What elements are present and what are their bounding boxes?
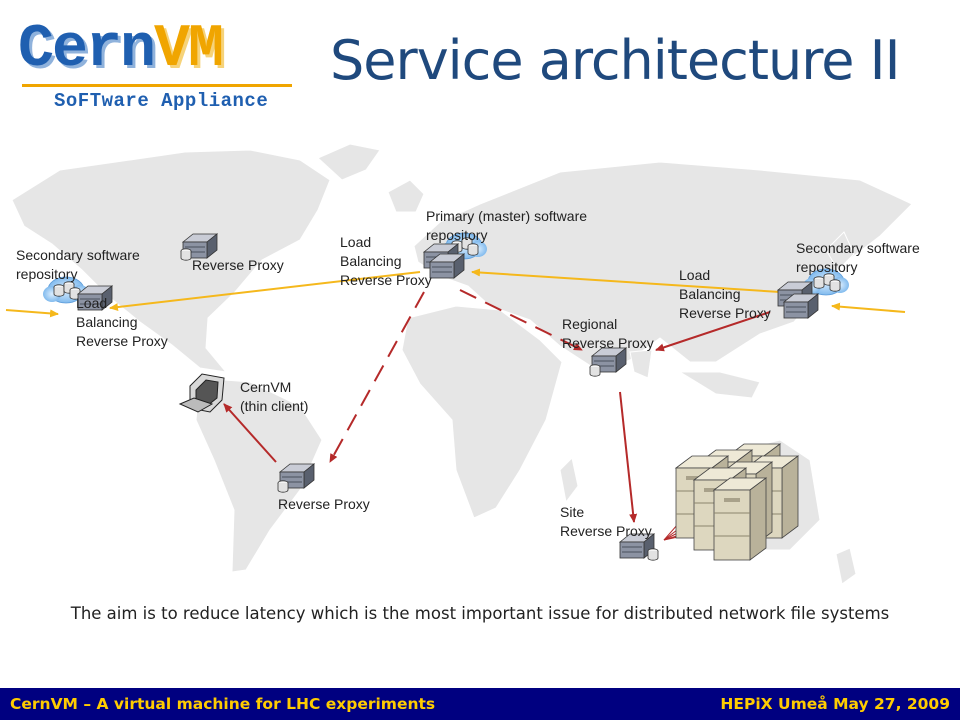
logo-underline [22,84,292,87]
label-regional-proxy: Regional Reverse Proxy [562,316,654,351]
arrow-regional-to-site [619,391,638,523]
arrow-europe-to-regional [459,289,583,351]
logo-tagline: SoFTware Appliance [54,90,269,112]
label-reverse-proxy-na: Reverse Proxy [192,257,284,273]
arrow-east-inflow [831,302,906,313]
label-primary-repo: Primary (master) software repository [426,208,588,243]
arrow-europe-to-west [109,271,421,312]
slide-title: Service architecture II [330,29,900,92]
label-site-proxy: Site Reverse Proxy [560,504,652,539]
architecture-diagram [5,143,913,585]
lb-proxy-east-node [777,281,819,319]
replication-arrows [5,268,906,318]
label-secondary-repo-west: Secondary software repository [16,247,140,282]
footer-bar: CernVM – A virtual machine for LHC exper… [0,688,960,720]
arrow-east-to-europe [471,268,781,293]
cernvm-logo: CernVM SoFTware Appliance [14,18,304,113]
slide-caption: The aim is to reduce latency which is th… [70,604,890,623]
logo-wordmark: CernVM [18,16,224,84]
label-lb-proxy-east: Load Balancing Reverse Proxy [679,267,771,321]
arrow-sa-proxy-to-client [223,403,277,463]
label-cernvm-client: CernVM (thin client) [240,379,309,414]
arrow-europe-to-sa-proxy [329,291,425,463]
footer-left-text: CernVM – A virtual machine for LHC exper… [10,695,436,713]
proxy-arrows [223,289,771,541]
label-lb-proxy-west: Load Balancing Reverse Proxy [76,295,168,349]
label-lb-proxy-europe: Load Balancing Reverse Proxy [340,234,432,288]
label-secondary-repo-east: Secondary software repository [796,240,920,275]
label-reverse-proxy-sa: Reverse Proxy [278,496,370,512]
arrow-west-inflow [5,309,59,318]
thin-client-computer-icon [178,373,225,413]
arrow-east-to-regional [655,311,771,352]
footer-right-text: HEPiX Umeå May 27, 2009 [720,695,950,713]
